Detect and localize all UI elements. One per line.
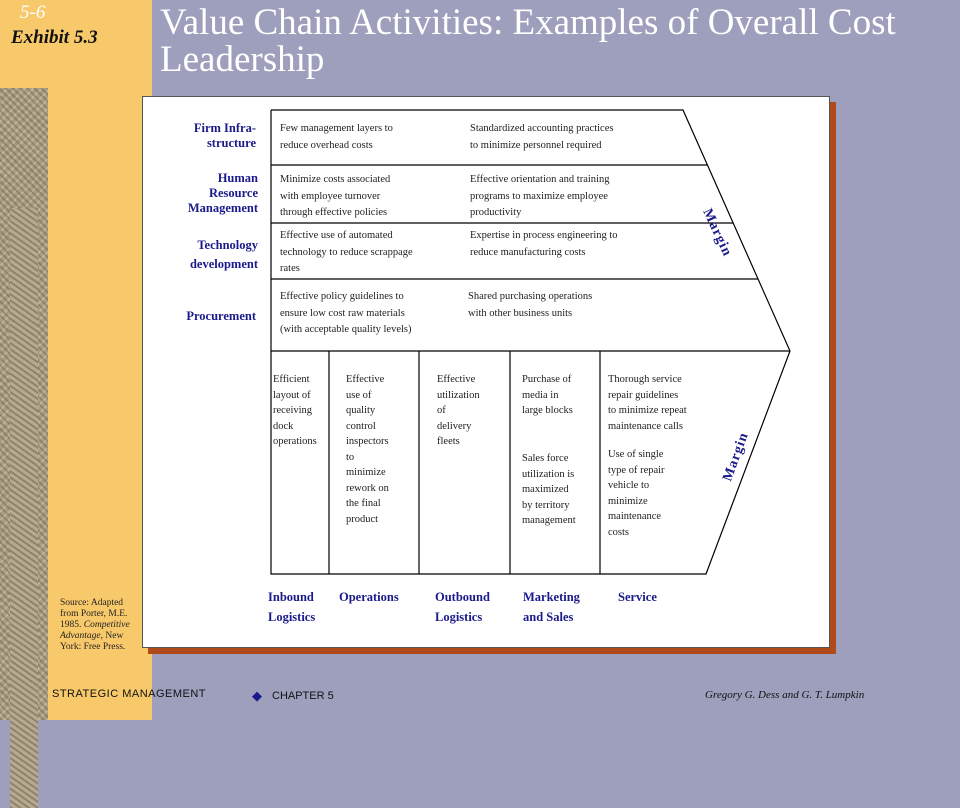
primary-label-outbound: Outbound Logistics [435,590,490,624]
primary-cell-marketing: Purchase of media in large blocks [522,374,573,416]
primary-label-operations: Operations [339,590,399,604]
primary-cell-operations: Effective use of quality control inspect… [346,374,389,525]
source-note-tail: , New York: Free Press. [60,631,126,652]
support-cell: Standardized accounting practices to min… [470,123,614,151]
decorative-texture-strip [0,88,48,808]
footer-authors: Gregory G. Dess and G. T. Lumpkin [705,689,865,701]
footer-chapter: CHAPTER 5 [272,690,334,702]
support-label-hr: Human Resource Management [187,171,258,215]
decorative-texture-inner [10,208,38,808]
slide-number: 5-6 [20,2,46,23]
support-label-procurement: Procurement [186,309,256,323]
source-note-text: Source: Adapted from Porter, M.E. 1985. [60,598,128,630]
primary-cell-service-2: Use of single type of repair vehicle to … [608,449,665,538]
primary-cell-service: Thorough service repair guidelines to mi… [608,374,687,432]
value-chain-frame [270,109,791,575]
footer-course-title: STRATEGIC MANAGEMENT [52,688,207,700]
primary-cell-marketing-2: Sales force utilization is maximized by … [522,453,576,526]
primary-label-marketing: Marketing and Sales [523,590,580,624]
source-note: Source: Adapted from Porter, M.E. 1985. … [60,598,142,653]
support-label-firm-infrastructure: Firm Infra- structure [193,121,256,150]
chain-outline [270,109,791,575]
footer-diamond-icon: ◆ [252,688,262,703]
primary-cell-inbound: Efficient layout of receiving dock opera… [273,374,317,447]
primary-label-inbound: Inbound Logistics [268,590,316,624]
primary-cell-outbound: Effective utilization of delivery fleets [437,374,480,447]
source-note-book: Competitive Advantage [60,620,130,641]
value-chain-panel: Firm Infra- structure Human Resource Man… [142,96,830,648]
exhibit-label: Exhibit 5.3 [11,27,98,48]
support-cell: Shared purchasing operations with other … [468,291,593,319]
support-cell: Few management layers to reduce overhead… [280,123,393,151]
support-cell: Effective use of automated technology to… [280,230,413,274]
support-cell: Effective orientation and training progr… [470,174,610,218]
support-cell: Expertise in process engineering to redu… [470,230,618,258]
support-cell: Effective policy guidelines to ensure lo… [280,291,412,335]
slide-title: Value Chain Activities: Examples of Over… [160,2,896,80]
support-label-technology: Technology development [189,238,258,271]
support-cell: Minimize costs associated with employee … [280,174,391,218]
primary-label-service: Service [618,590,657,604]
